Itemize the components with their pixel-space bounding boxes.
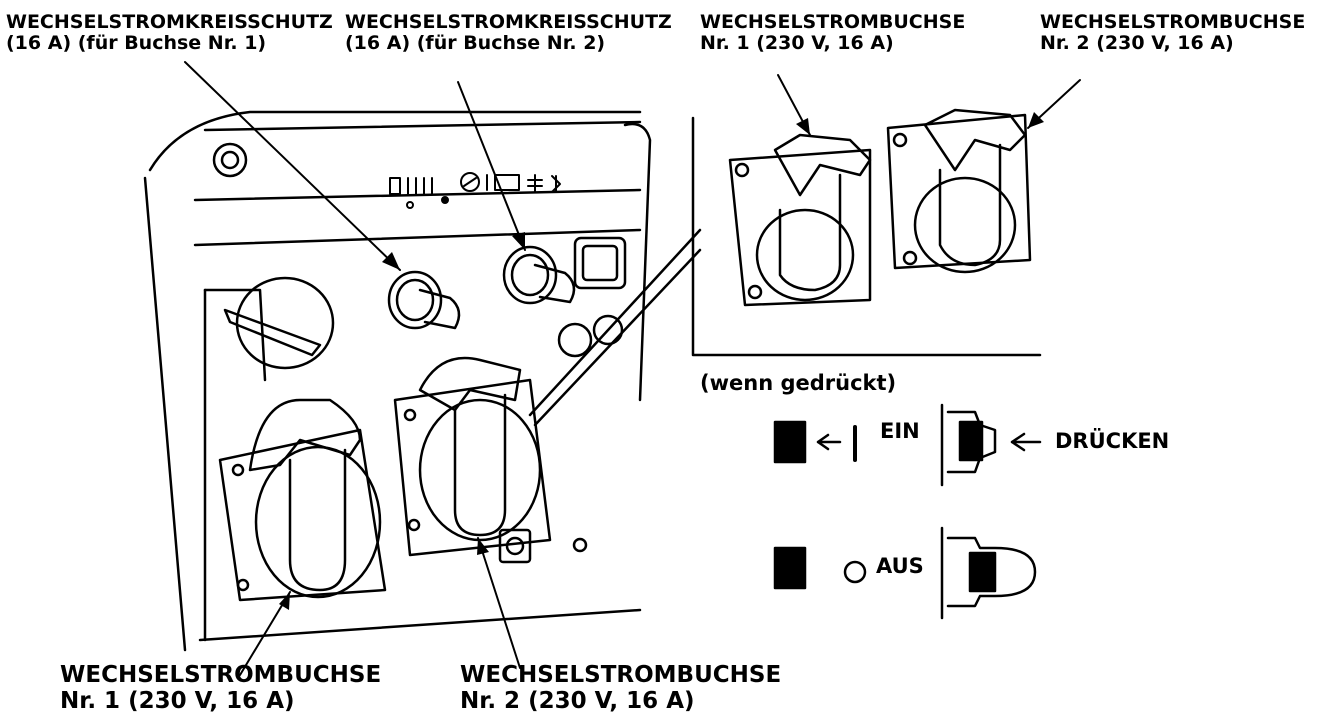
engine-switch	[223, 276, 335, 370]
breaker-1-label-line1: WECHSELSTROMKREISSCHUTZ	[6, 11, 333, 33]
breaker-2-label-line1: WECHSELSTROMKREISSCHUTZ	[345, 11, 672, 33]
socket-2-top-label: WECHSELSTROMBUCHSE Nr. 2 (230 V, 16 A)	[1040, 11, 1306, 55]
socket-1-drawing	[218, 398, 387, 602]
socket-2-drawing	[393, 356, 588, 564]
socket-2-bottom-label-line2: Nr. 2 (230 V, 16 A)	[460, 687, 695, 714]
on-label: EIN	[880, 419, 920, 443]
zoom-line-upper	[528, 228, 702, 417]
socket-2-bottom-label: WECHSELSTROMBUCHSE Nr. 2 (230 V, 16 A)	[460, 662, 782, 715]
breaker-2-label: WECHSELSTROMKREISSCHUTZ (16 A) (für Buch…	[345, 11, 672, 55]
when-pressed-label: (wenn gedrückt)	[700, 371, 897, 395]
generator-housing	[143, 110, 652, 652]
breaker-1-label: WECHSELSTROMKREISSCHUTZ (16 A) (für Buch…	[6, 11, 333, 55]
zoom-line-lower	[533, 248, 702, 427]
breaker-2-drawing	[502, 236, 627, 305]
indicator-icons	[389, 172, 561, 209]
breaker-2-label-line2: (16 A) (für Buchse Nr. 2)	[345, 32, 606, 55]
detail-inset	[691, 108, 1042, 357]
dc-outlets	[557, 314, 624, 358]
breaker-1-drawing	[387, 270, 461, 330]
socket-2-top-label-line2: Nr. 2 (230 V, 16 A)	[1040, 32, 1234, 55]
press-label: DRÜCKEN	[1055, 429, 1170, 453]
socket-1-bottom-label: WECHSELSTROMBUCHSE Nr. 1 (230 V, 16 A)	[60, 662, 382, 715]
socket-1-top-label-line1: WECHSELSTROMBUCHSE	[700, 11, 966, 33]
breaker-1-label-line2: (16 A) (für Buchse Nr. 1)	[6, 32, 267, 55]
socket-2-bottom-label-line1: WECHSELSTROMBUCHSE	[460, 662, 782, 688]
socket-2-top-label-line1: WECHSELSTROMBUCHSE	[1040, 11, 1306, 33]
breaker-state-legend	[773, 403, 1042, 620]
socket-1-top-label-line2: Nr. 1 (230 V, 16 A)	[700, 32, 894, 55]
off-label: AUS	[876, 554, 924, 578]
socket-1-bottom-label-line1: WECHSELSTROMBUCHSE	[60, 662, 382, 688]
socket-1-top-label: WECHSELSTROMBUCHSE Nr. 1 (230 V, 16 A)	[700, 11, 966, 55]
socket-1-bottom-label-line2: Nr. 1 (230 V, 16 A)	[60, 687, 295, 714]
